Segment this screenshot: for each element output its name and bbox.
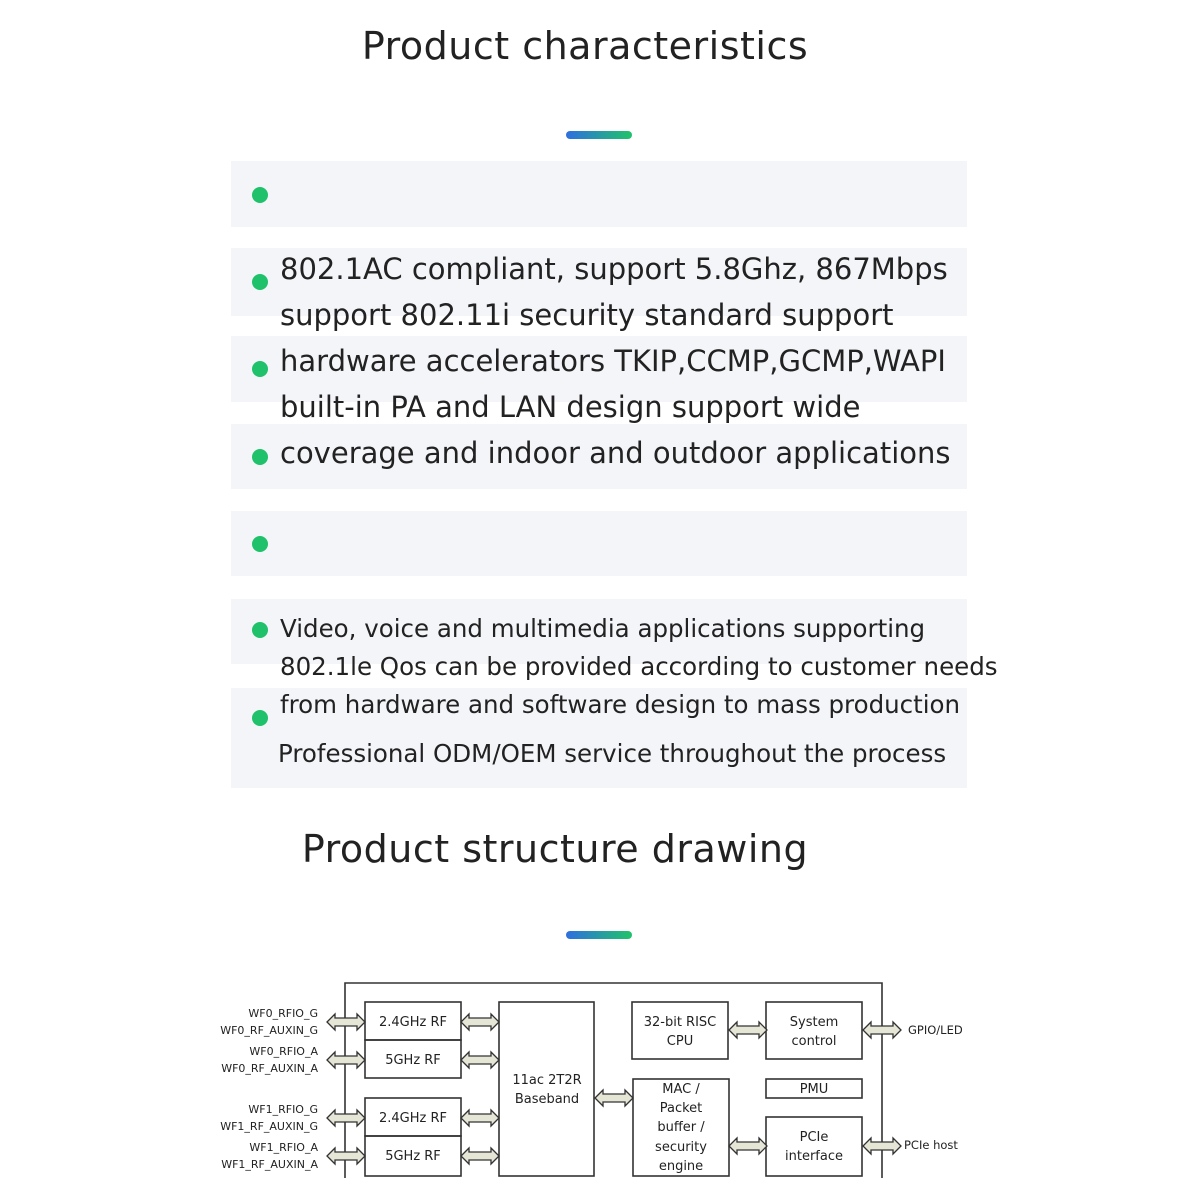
system-control-block	[765, 1001, 863, 1060]
bidirectional-arrow-icon	[460, 1147, 500, 1165]
pin-label: WF0_RF_AUXIN_A	[221, 1062, 318, 1075]
block-label: 2.4GHz RF	[379, 1015, 447, 1030]
bidirectional-arrow-icon	[460, 1051, 500, 1069]
feature-band	[231, 161, 967, 227]
feature-band	[231, 599, 967, 664]
pin-label: WF1_RF_AUXIN_G	[220, 1120, 318, 1133]
bidirectional-arrow-icon	[460, 1109, 500, 1127]
bidirectional-arrow-icon	[728, 1021, 768, 1039]
block-label: Baseband	[515, 1092, 579, 1107]
pin-label: WF1_RF_AUXIN_A	[221, 1158, 318, 1171]
feature-text: coverage and indoor and outdoor applicat…	[280, 436, 951, 470]
block-label: control	[791, 1034, 836, 1049]
block-label: CPU	[667, 1034, 693, 1049]
pin-label: WF0_RF_AUXIN_G	[220, 1024, 318, 1037]
bidirectional-arrow-icon	[326, 1051, 366, 1069]
baseband-block	[498, 1001, 595, 1177]
bidirectional-arrow-icon	[326, 1109, 366, 1127]
title-accent-bar	[566, 931, 632, 939]
characteristics-title: Product characteristics	[361, 24, 809, 68]
block-label: PMU	[800, 1082, 829, 1097]
bidirectional-arrow-icon	[326, 1013, 366, 1031]
feature-band	[231, 248, 967, 316]
pmu-block	[765, 1078, 863, 1099]
feature-text: Professional ODM/OEM service throughout …	[278, 739, 947, 768]
pin-label: WF1_RFIO_G	[248, 1103, 318, 1116]
feature-text: support 802.11i security standard suppor…	[280, 298, 894, 332]
pin-label: PCIe host	[904, 1138, 958, 1152]
block-label: MAC /	[662, 1082, 700, 1097]
block-label: security	[655, 1140, 707, 1155]
pin-label: WF0_RFIO_A	[249, 1045, 318, 1058]
block-label: 5GHz RF	[385, 1149, 441, 1164]
feature-band	[231, 688, 967, 788]
mac-block	[632, 1078, 730, 1177]
feature-text: from hardware and software design to mas…	[280, 690, 961, 719]
title-accent-bar	[566, 131, 632, 139]
pcie-block	[765, 1116, 863, 1177]
bullet-icon	[252, 622, 268, 638]
block-label: PCIe	[800, 1130, 829, 1145]
cpu-block	[631, 1001, 729, 1060]
feature-text: 802.1le Qos can be provided according to…	[280, 652, 998, 681]
feature-text: Video, voice and multimedia applications…	[280, 614, 926, 643]
bullet-icon	[252, 274, 268, 290]
block-label: buffer /	[657, 1120, 705, 1135]
feature-text: built-in PA and LAN design support wide	[280, 390, 861, 424]
feature-text: hardware accelerators TKIP,CCMP,GCMP,WAP…	[280, 344, 946, 378]
feature-band	[231, 511, 967, 576]
pin-label: WF1_RFIO_A	[249, 1141, 318, 1154]
feature-band	[231, 336, 967, 402]
block-label: interface	[785, 1149, 843, 1164]
pin-label: GPIO/LED	[908, 1023, 963, 1037]
pin-label: WF0_RFIO_G	[248, 1007, 318, 1020]
block-label: 32-bit RISC	[644, 1015, 717, 1030]
block-label: engine	[659, 1159, 703, 1174]
block-label: Packet	[660, 1101, 703, 1116]
block-label: System	[790, 1015, 838, 1030]
bidirectional-arrow-icon	[728, 1137, 768, 1155]
bullet-icon	[252, 187, 268, 203]
block-label: 2.4GHz RF	[379, 1111, 447, 1126]
bullet-icon	[252, 710, 268, 726]
block-label: 11ac 2T2R	[512, 1073, 581, 1088]
bullet-icon	[252, 361, 268, 377]
bidirectional-arrow-icon	[460, 1013, 500, 1031]
feature-band	[231, 424, 967, 489]
structure-title: Product structure drawing	[301, 827, 809, 871]
block-label: 5GHz RF	[385, 1053, 441, 1068]
bullet-icon	[252, 449, 268, 465]
feature-text: 802.1AC compliant, support 5.8Ghz, 867Mb…	[280, 252, 948, 286]
bidirectional-arrow-icon	[594, 1089, 634, 1107]
bullet-icon	[252, 536, 268, 552]
bidirectional-arrow-icon	[326, 1147, 366, 1165]
chip-outline	[344, 982, 883, 1178]
rf-5ghz-block	[364, 1039, 462, 1079]
